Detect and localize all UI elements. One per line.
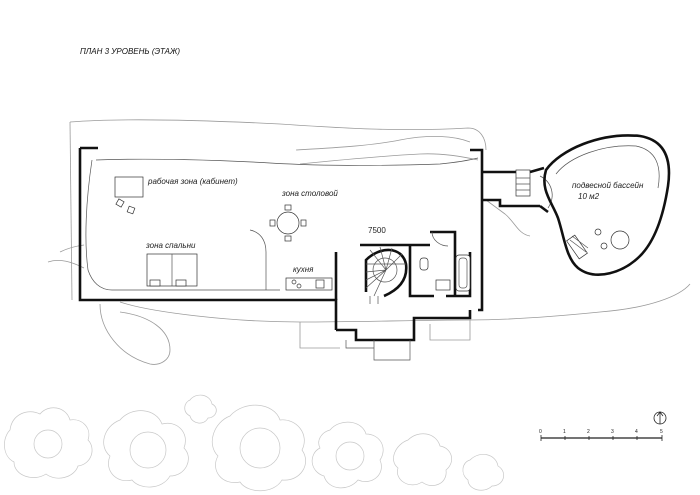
plan-title: ПЛАН 3 УРОВЕНЬ (ЭТАЖ)	[80, 47, 180, 56]
bathroom-fixtures	[419, 231, 471, 292]
workspace-furniture	[114, 176, 144, 215]
north-arrow-icon	[653, 411, 667, 425]
dining-table	[276, 211, 300, 235]
toilet	[419, 257, 429, 271]
dining-label: зона столовой	[281, 189, 338, 198]
site-outline	[47, 119, 691, 365]
scale-tick-2: 2	[587, 429, 590, 435]
building-walls	[78, 146, 484, 342]
desk	[114, 176, 144, 198]
suspended-pool	[543, 134, 671, 276]
dining-set	[269, 204, 307, 242]
pool-label: подвесной бассейн	[572, 181, 644, 190]
trees-decoration	[4, 394, 505, 492]
desk-chair	[115, 198, 125, 208]
scale-tick-5: 5	[660, 429, 663, 435]
pool-table	[610, 230, 630, 250]
sleeping-label: зона спальни	[145, 241, 196, 250]
scale-tick-3: 3	[611, 429, 614, 435]
dimension-label: 7500	[368, 226, 386, 235]
bed	[146, 253, 198, 287]
kitchen-label: кухня	[293, 265, 314, 274]
scale-bar: 0 1 2 3 4 5	[539, 429, 663, 441]
bridge-to-pool	[482, 166, 553, 214]
scale-tick-1: 1	[563, 429, 566, 435]
scale-tick-0: 0	[539, 429, 542, 435]
spiral-stair	[364, 246, 408, 304]
pool-area-label: 10 м2	[578, 192, 600, 201]
scale-tick-4: 4	[635, 429, 638, 435]
workspace-label: рабочая зона (кабинет)	[147, 177, 238, 186]
bathtub	[455, 254, 471, 292]
inner-curved-wall	[85, 157, 479, 291]
kitchen-counter	[285, 277, 333, 291]
entry-porch	[345, 340, 411, 361]
